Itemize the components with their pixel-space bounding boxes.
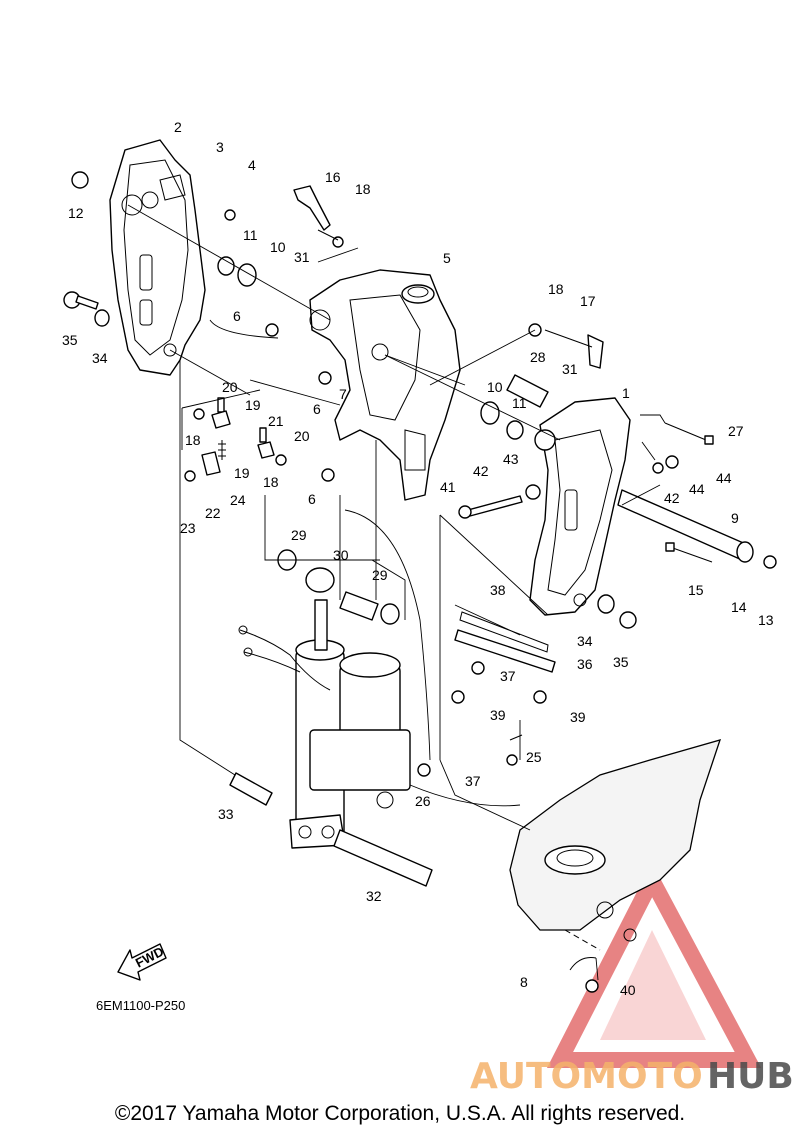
callout-20: 20 bbox=[222, 379, 238, 395]
callout-18: 18 bbox=[548, 281, 564, 297]
callout-42: 42 bbox=[473, 463, 489, 479]
callout-11: 11 bbox=[512, 395, 527, 411]
callout-22: 22 bbox=[205, 505, 221, 521]
callout-39: 39 bbox=[570, 709, 586, 725]
callout-1: 1 bbox=[622, 385, 630, 401]
callout-29: 29 bbox=[291, 527, 307, 543]
callout-18: 18 bbox=[355, 181, 371, 197]
left-clamp-bracket bbox=[109, 139, 206, 376]
callout-9: 9 bbox=[731, 510, 739, 526]
callout-8: 8 bbox=[520, 974, 528, 990]
tilt-pin-9 bbox=[617, 489, 754, 563]
callout-35: 35 bbox=[62, 332, 78, 348]
callout-24: 24 bbox=[230, 492, 246, 508]
lever-17 bbox=[544, 329, 604, 369]
small-parts-19-24 bbox=[201, 397, 275, 476]
callout-30: 30 bbox=[333, 547, 349, 563]
callout-10: 10 bbox=[487, 379, 503, 395]
callout-19: 19 bbox=[245, 397, 261, 413]
callout-31: 31 bbox=[562, 361, 578, 377]
callout-5: 5 bbox=[443, 250, 451, 266]
callout-12: 12 bbox=[68, 205, 84, 221]
callout-37: 37 bbox=[500, 668, 516, 684]
callout-25: 25 bbox=[526, 749, 542, 765]
callout-13: 13 bbox=[758, 612, 774, 628]
callout-17: 17 bbox=[580, 293, 596, 309]
callout-7: 7 bbox=[339, 386, 347, 402]
callout-20: 20 bbox=[294, 428, 310, 444]
lower-casing bbox=[509, 739, 722, 942]
cable-tie-27 bbox=[664, 422, 714, 445]
collar-28 bbox=[506, 374, 549, 408]
bolt-41 bbox=[458, 484, 541, 519]
callout-40: 40 bbox=[620, 982, 636, 998]
callout-39: 39 bbox=[490, 707, 506, 723]
anode-bar-38 bbox=[454, 611, 556, 673]
watermark-triangle-icon bbox=[546, 862, 762, 1068]
power-trim-tilt-unit bbox=[238, 567, 411, 849]
fwd-arrow-icon: FWD bbox=[117, 943, 167, 981]
leader-lines bbox=[127, 204, 666, 981]
spacer-10-upper bbox=[94, 256, 615, 614]
callout-18: 18 bbox=[185, 432, 201, 448]
callout-29: 29 bbox=[372, 567, 388, 583]
bolts-and-nuts bbox=[63, 171, 777, 993]
callout-28: 28 bbox=[530, 349, 546, 365]
lever-16 bbox=[293, 185, 339, 241]
watermark-word-a: AUTOMOTO bbox=[470, 1056, 703, 1097]
callout-6: 6 bbox=[313, 401, 321, 417]
callout-15: 15 bbox=[688, 582, 704, 598]
callout-43: 43 bbox=[503, 451, 519, 467]
callout-34: 34 bbox=[577, 633, 593, 649]
callout-32: 32 bbox=[366, 888, 382, 904]
callout-2: 2 bbox=[174, 119, 182, 135]
callout-14: 14 bbox=[731, 599, 747, 615]
callout-6: 6 bbox=[233, 308, 241, 324]
callout-44: 44 bbox=[716, 470, 732, 486]
callouts: 2 3 4 12 11 10 31 16 18 5 18 17 35 34 6 … bbox=[62, 119, 774, 998]
cable-tie-15 bbox=[665, 542, 713, 563]
grease-nipple-33 bbox=[229, 772, 273, 806]
callout-35: 35 bbox=[613, 654, 629, 670]
copyright-notice: ©2017 Yamaha Motor Corporation, U.S.A. A… bbox=[114, 1102, 686, 1125]
pin-32 bbox=[333, 829, 433, 887]
callout-44: 44 bbox=[689, 481, 705, 497]
watermark-logo: AUTOMOTO HUB bbox=[470, 1056, 794, 1097]
callout-26: 26 bbox=[415, 793, 431, 809]
callout-23: 23 bbox=[180, 520, 196, 536]
right-clamp-bracket bbox=[529, 397, 631, 616]
callout-21: 21 bbox=[268, 413, 284, 429]
diagram-code: 6EM1100-P250 bbox=[96, 998, 185, 1013]
callout-19: 19 bbox=[234, 465, 250, 481]
callout-16: 16 bbox=[325, 169, 341, 185]
callout-37: 37 bbox=[465, 773, 481, 789]
callout-11: 11 bbox=[243, 227, 258, 243]
swivel-bracket bbox=[309, 269, 461, 501]
callout-33: 33 bbox=[218, 806, 234, 822]
callout-36: 36 bbox=[577, 656, 593, 672]
callout-4: 4 bbox=[248, 157, 256, 173]
callout-6: 6 bbox=[308, 491, 316, 507]
callout-41: 41 bbox=[440, 479, 456, 495]
callout-3: 3 bbox=[216, 139, 224, 155]
callout-38: 38 bbox=[490, 582, 506, 598]
callout-42: 42 bbox=[664, 490, 680, 506]
callout-18: 18 bbox=[263, 474, 279, 490]
callout-27: 27 bbox=[728, 423, 744, 439]
callout-34: 34 bbox=[92, 350, 108, 366]
callout-10: 10 bbox=[270, 239, 286, 255]
watermark-word-b: HUB bbox=[707, 1056, 794, 1097]
callout-31: 31 bbox=[294, 249, 310, 265]
